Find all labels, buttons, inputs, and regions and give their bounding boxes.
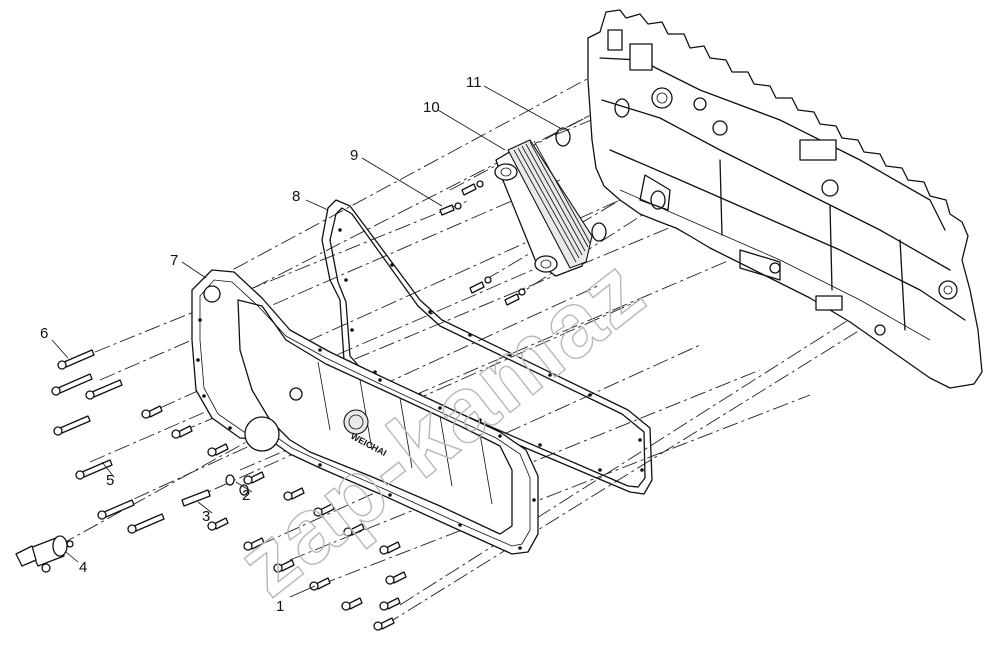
oil-cooler — [494, 139, 593, 277]
callout-7: 7 — [170, 252, 178, 269]
callout-5: 5 — [106, 472, 114, 489]
callout-4: 4 — [79, 559, 87, 576]
callout-3: 3 — [202, 508, 210, 525]
callout-2: 2 — [242, 487, 250, 504]
callout-8: 8 — [292, 188, 300, 205]
leader-lines — [51, 85, 561, 598]
sensor-fitting — [15, 535, 74, 573]
callout-9: 9 — [350, 147, 358, 164]
callout-11: 11 — [466, 74, 482, 91]
callout-labels: 1 2 3 4 5 6 7 8 9 10 11 — [40, 74, 482, 615]
cooler-bolts — [439, 180, 526, 306]
callout-6: 6 — [40, 325, 48, 342]
o-rings — [555, 127, 607, 242]
gasket — [321, 199, 653, 495]
side-cover: WEICHAI — [191, 269, 539, 555]
callout-1: 1 — [276, 598, 284, 615]
bolts — [51, 349, 407, 631]
engine-block — [587, 9, 983, 389]
callout-10: 10 — [423, 99, 440, 116]
